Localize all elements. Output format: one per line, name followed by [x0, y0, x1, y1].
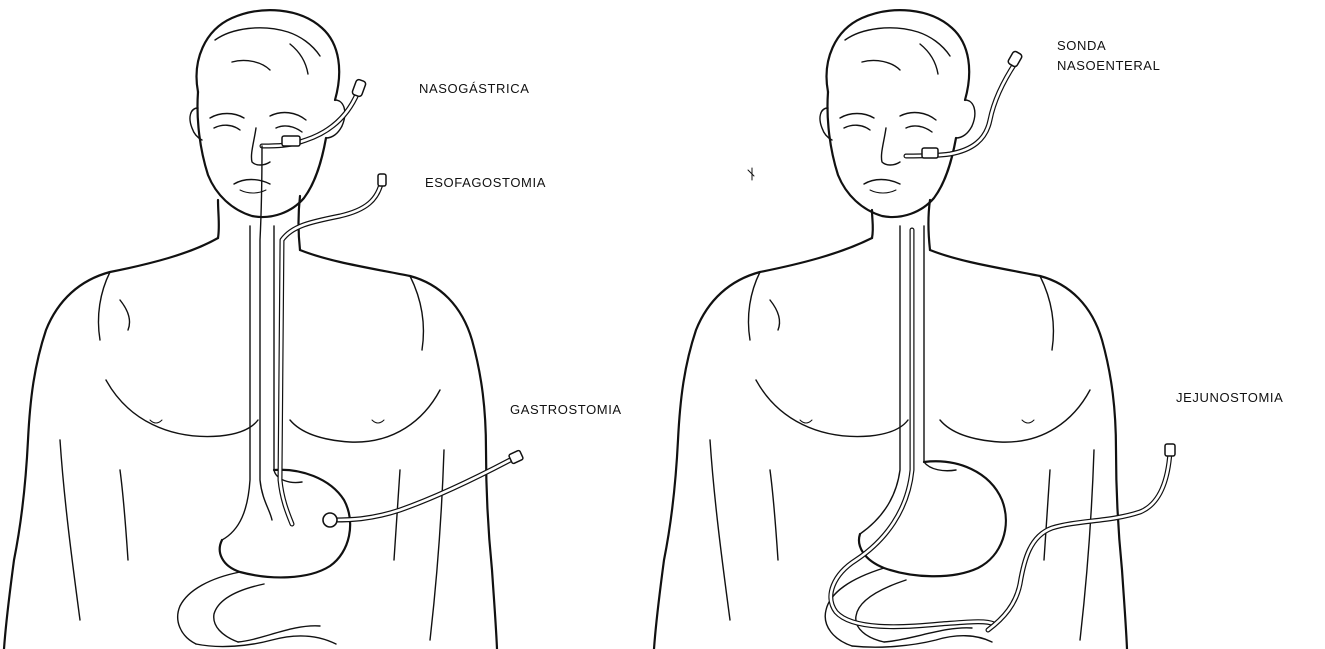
left-head — [190, 10, 345, 250]
right-head — [820, 10, 975, 250]
right-tubes — [831, 50, 1175, 630]
right-figure — [654, 10, 1175, 649]
label-gastrostomia: GASTROSTOMIA — [510, 401, 622, 419]
label-esofagostomia: ESOFAGOSTOMIA — [425, 174, 546, 192]
label-sonda-line1: SONDA — [1057, 37, 1106, 55]
label-sonda-line2: NASOENTERAL — [1057, 57, 1160, 75]
label-nasogastrica: NASOGÁSTRICA — [419, 80, 530, 98]
label-jejunostomia: JEJUNOSTOMIA — [1176, 389, 1283, 407]
left-tubes — [260, 79, 524, 527]
left-figure — [4, 10, 524, 649]
right-torso — [654, 238, 1127, 649]
stray-mark — [748, 168, 754, 180]
